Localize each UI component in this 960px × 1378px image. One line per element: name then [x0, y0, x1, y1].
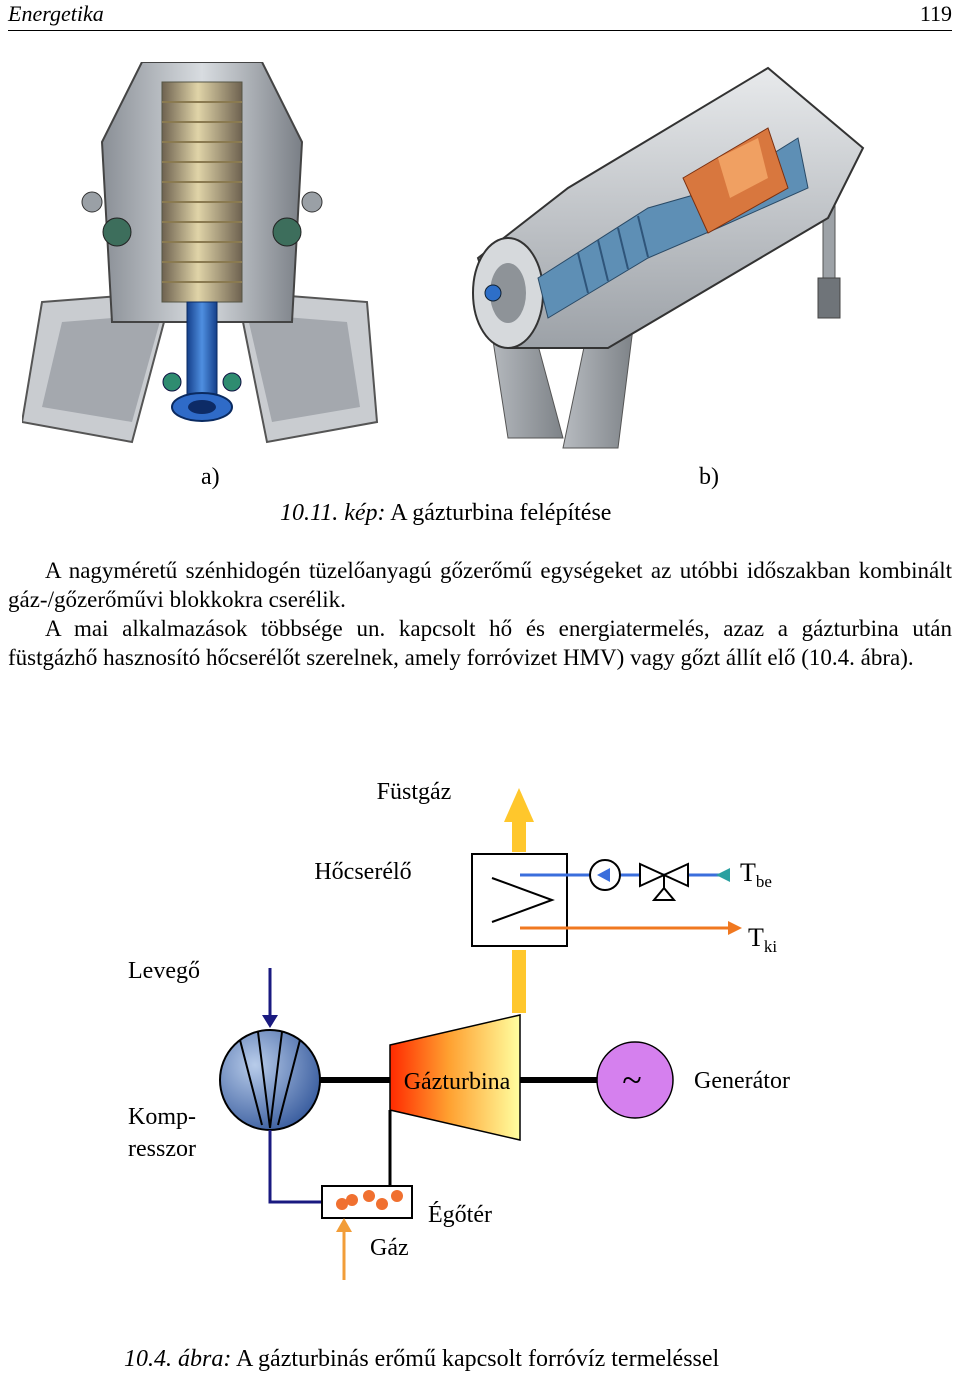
- valve-icon: [639, 862, 689, 901]
- combustion-chamber-label: Égőtér: [428, 1202, 492, 1228]
- heat-exchanger-label: Hőcserélő: [314, 859, 411, 885]
- compressed-air-line: [268, 1130, 322, 1204]
- generator-symbol-icon: ~: [622, 1060, 641, 1100]
- gas-turbine-label: Gázturbina: [404, 1069, 511, 1095]
- diagram-caption-number: 10.4. ábra:: [124, 1346, 232, 1372]
- gas-turbine-cutaway-photo: [472, 66, 865, 449]
- generator-label: Generátor: [694, 1068, 790, 1094]
- gas-turbine: [389, 1014, 521, 1141]
- flue-gas-label: Füstgáz: [377, 779, 452, 805]
- flue-gas-duct-upper: [512, 820, 526, 852]
- cogeneration-diagram: Füstgáz Hőcserélő Tbe Tki Levegő Komp- r…: [128, 779, 790, 1280]
- body-text: A nagyméretű szénhidogén tüzelőanyagú gő…: [8, 556, 952, 672]
- book-title: Energetika: [8, 1, 104, 26]
- diagram-caption: 10.4. ábra: A gázturbinás erőmű kapcsolt…: [124, 1346, 719, 1373]
- cold-water-arrow: [716, 868, 730, 882]
- gas-fuel-arrow: [336, 1218, 352, 1232]
- photo-caption-number: 10.11. kép:: [280, 500, 386, 526]
- heat-exchanger-coil: [491, 877, 555, 923]
- compressor-blades-icon: [239, 1031, 301, 1129]
- photo-caption: 10.11. kép: A gázturbina felépítése: [280, 500, 611, 527]
- paragraph-2: A mai alkalmazások többsége un. kapcsolt…: [8, 616, 952, 670]
- diagram-caption-text: A gázturbinás erőmű kapcsolt forróvíz te…: [236, 1346, 720, 1372]
- hot-water-arrow: [728, 921, 742, 935]
- flue-gas-duct-lower: [512, 950, 526, 1013]
- compressor-label-1: Komp-: [128, 1104, 196, 1130]
- running-header: Energetika 119: [8, 0, 952, 31]
- page-number: 119: [919, 1, 952, 26]
- photo-label-a: a): [201, 464, 220, 490]
- compressor: [219, 1029, 321, 1131]
- flame-icon: [336, 1190, 403, 1210]
- gas-label: Gáz: [370, 1235, 409, 1261]
- paragraph-1: A nagyméretű szénhidogén tüzelőanyagú gő…: [8, 558, 952, 612]
- flue-gas-arrow: [504, 788, 534, 822]
- air-arrow: [262, 1015, 278, 1028]
- gas-turbine-rotor-photo: [22, 62, 379, 444]
- photo-caption-text: A gázturbina felépítése: [390, 500, 612, 526]
- compressor-label-2: resszor: [128, 1136, 196, 1162]
- t-out-label: Tki: [748, 923, 777, 956]
- pump-direction-icon: [597, 868, 610, 882]
- air-label: Levegő: [128, 958, 200, 984]
- t-in-label: Tbe: [740, 858, 772, 891]
- photo-label-b: b): [699, 464, 719, 490]
- generator: [596, 1041, 674, 1119]
